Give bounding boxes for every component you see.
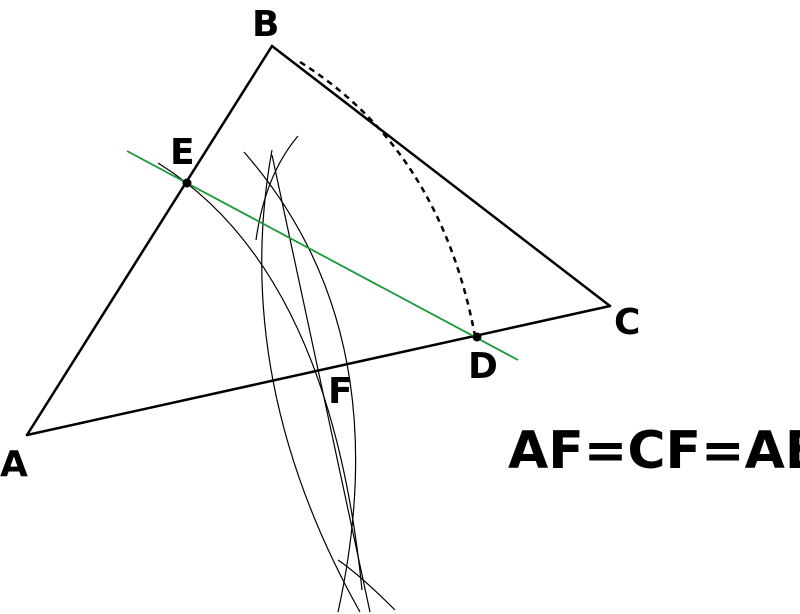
label-a: A (0, 444, 28, 485)
arc-left (261, 149, 361, 613)
perpendicular-bisector (271, 154, 371, 613)
equality-formula: AF=CF=AE (508, 421, 800, 481)
dashed-arc-bd (299, 60, 477, 337)
point-e (182, 178, 192, 188)
triangle-abc (25, 44, 612, 437)
label-f: F (328, 371, 353, 412)
arc-from-a-through-e (157, 162, 363, 591)
label-c: C (614, 302, 640, 343)
points (182, 178, 482, 342)
point-d (472, 332, 482, 342)
arc-top-right (255, 135, 299, 241)
line-ed (126, 150, 519, 361)
side-ab (25, 44, 274, 437)
construction-arcs (157, 135, 396, 613)
label-d: D (468, 346, 498, 387)
label-b: B (252, 4, 279, 45)
side-bc (270, 44, 612, 308)
label-e: E (170, 132, 195, 173)
